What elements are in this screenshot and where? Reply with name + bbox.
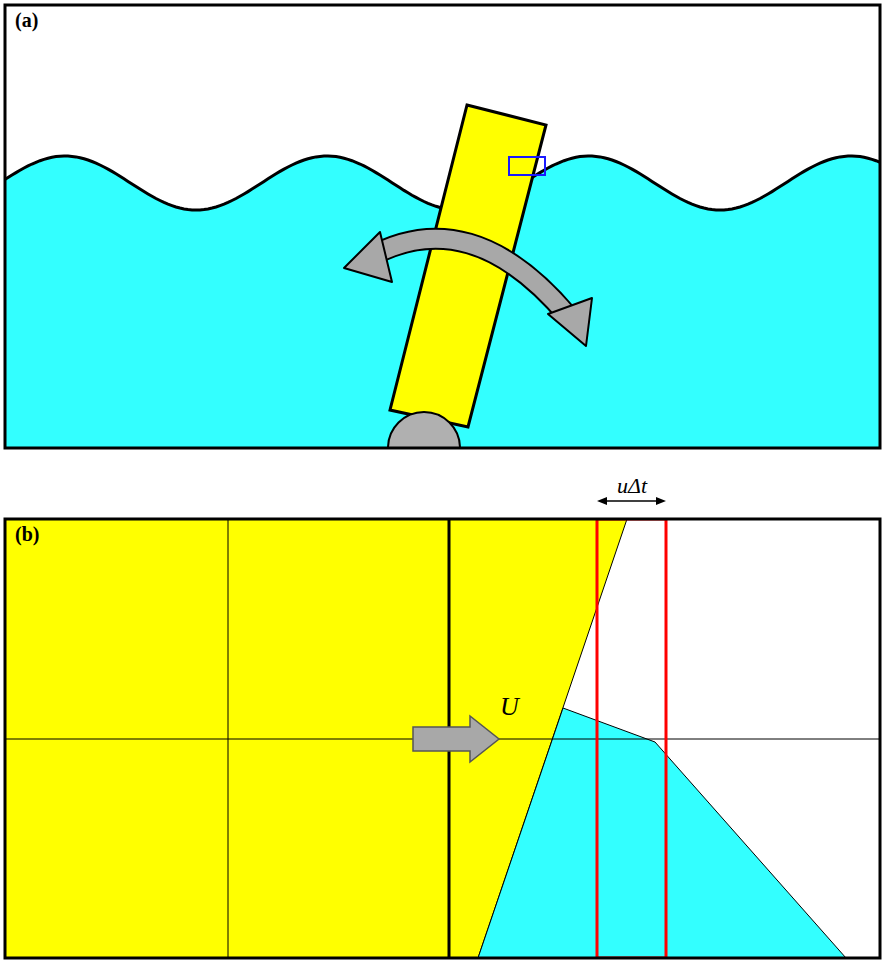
velocity-arrow (413, 716, 499, 762)
zoom-box (509, 157, 545, 175)
panel-label: (a) (15, 10, 38, 30)
flux-region (597, 520, 666, 957)
rotation-arrow-outline (368, 239, 568, 316)
water-region (478, 708, 846, 957)
panel-a (6, 105, 879, 447)
arrow-head-left (344, 232, 392, 282)
dimension-head (597, 497, 607, 505)
dimension-label: uΔt (617, 475, 647, 497)
dimension-head (656, 497, 666, 505)
arrow-head-right (548, 298, 592, 346)
panel-b-border (5, 519, 880, 958)
velocity-label: U (500, 694, 519, 720)
dimension-line (604, 500, 659, 502)
rotation-arrow (368, 239, 568, 316)
panel-a-border (5, 5, 880, 448)
panel-b (6, 520, 879, 957)
panel-label: (b) (15, 524, 39, 544)
hinge (388, 412, 460, 447)
